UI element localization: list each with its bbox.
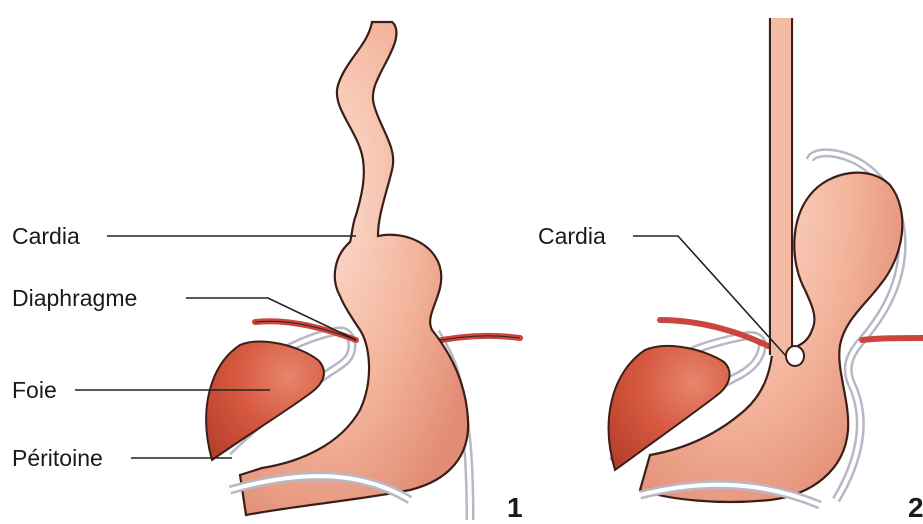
- panel-2: [609, 18, 923, 505]
- label-cardia-left: Cardia: [12, 223, 80, 249]
- panel-number-2: 2: [908, 492, 923, 523]
- label-peritoine: Péritoine: [12, 445, 103, 471]
- esophagus-and-stomach: [240, 22, 468, 515]
- cardia-opening: [786, 346, 804, 366]
- label-diaphragme: Diaphragme: [12, 285, 137, 311]
- label-cardia-right: Cardia: [538, 223, 606, 249]
- panel-1: [206, 22, 520, 520]
- panel-number-1: 1: [507, 492, 523, 523]
- liver: [206, 342, 324, 460]
- label-foie: Foie: [12, 377, 57, 403]
